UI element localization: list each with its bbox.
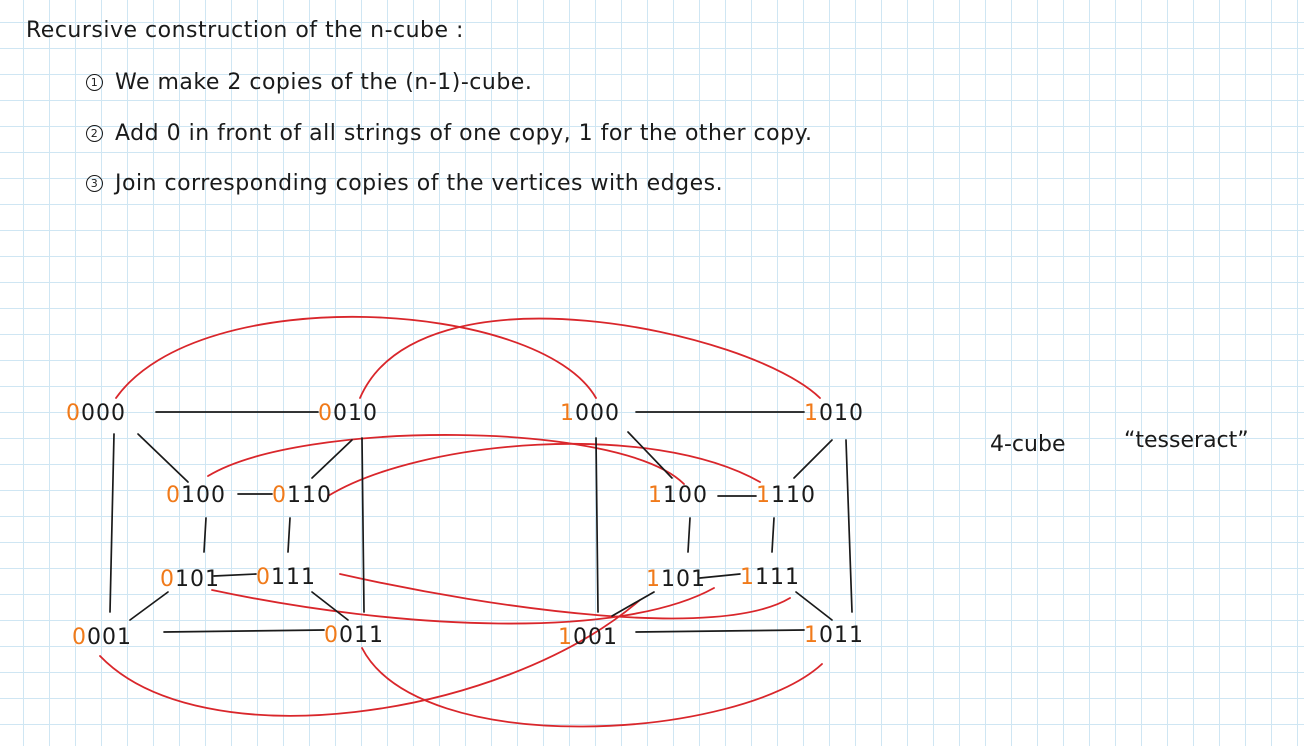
vertex-remaining-bits: 111 (755, 565, 800, 590)
edge (687, 517, 691, 553)
edge (163, 629, 325, 633)
vertex-remaining-bits: 110 (771, 483, 816, 508)
vertex-remaining-bits: 110 (287, 483, 332, 508)
vertex-leading-bit: 1 (648, 483, 663, 508)
edge (109, 433, 115, 613)
vertex-remaining-bits: 011 (339, 623, 384, 648)
vertex-label: 1001 (558, 625, 618, 650)
vertex-label: 1011 (804, 623, 864, 648)
vertex-leading-bit: 0 (166, 483, 181, 508)
vertex-leading-bit: 0 (256, 565, 271, 590)
joining-edges (99, 315, 823, 728)
vertex-label: 0001 (72, 625, 132, 650)
vertex-remaining-bits: 000 (81, 401, 126, 426)
edge (635, 629, 805, 633)
step-1: 1 We make 2 copies of the (n-1)-cube. (86, 70, 532, 95)
vertex-remaining-bits: 000 (575, 401, 620, 426)
edge (595, 437, 599, 613)
vertex-label: 0110 (272, 483, 332, 508)
cube-edges-copy-1 (595, 411, 853, 633)
vertex-label: 1100 (648, 483, 708, 508)
step-2: 2 Add 0 in front of all strings of one co… (86, 121, 812, 146)
vertex-label: 1010 (804, 401, 864, 426)
vertex-remaining-bits: 010 (819, 401, 864, 426)
edge (203, 517, 207, 553)
edge (611, 591, 655, 617)
step-text: Add 0 in front of all strings of one cop… (115, 121, 813, 146)
vertex-remaining-bits: 100 (181, 483, 226, 508)
cube-dimension-label: 4-cube (990, 432, 1066, 457)
vertex-leading-bit: 0 (66, 401, 81, 426)
edge-0110-1110 (327, 443, 761, 497)
edge-0101-1101 (211, 587, 715, 625)
cube-nickname: “tesseract” (1124, 428, 1249, 453)
edge-0011-1011 (361, 647, 823, 728)
vertex-leading-bit: 1 (756, 483, 771, 508)
vertex-leading-bit: 1 (740, 565, 755, 590)
vertex-leading-bit: 1 (804, 623, 819, 648)
edge (287, 517, 291, 553)
page-heading: Recursive construction of the n-cube : (26, 18, 464, 43)
step-marker: 2 (86, 125, 103, 142)
vertex-remaining-bits: 001 (87, 625, 132, 650)
vertex-labels: 0000 0010 0100 0110 0101 0111 0001 0011 … (66, 401, 864, 650)
vertex-leading-bit: 0 (272, 483, 287, 508)
edge (627, 431, 673, 479)
step-3: 3 Join corresponding copies of the vertic… (86, 171, 723, 196)
vertex-remaining-bits: 010 (333, 401, 378, 426)
step-marker: 1 (86, 74, 103, 91)
edge (129, 591, 169, 621)
vertex-leading-bit: 0 (324, 623, 339, 648)
vertex-remaining-bits: 101 (175, 567, 220, 592)
edge (213, 573, 257, 577)
vertex-remaining-bits: 101 (661, 567, 706, 592)
vertex-remaining-bits: 001 (573, 625, 618, 650)
edge (793, 439, 833, 479)
vertex-label: 0011 (324, 623, 384, 648)
vertex-label: 1110 (756, 483, 816, 508)
edge-0001-1001 (99, 599, 641, 717)
vertex-leading-bit: 1 (804, 401, 819, 426)
edge (311, 591, 349, 621)
edge (361, 437, 365, 613)
vertex-leading-bit: 1 (558, 625, 573, 650)
step-marker: 3 (86, 175, 103, 192)
edge-0000-1000 (115, 315, 597, 399)
edge-0100-1100 (207, 434, 685, 485)
edge (771, 517, 775, 553)
vertex-label: 0000 (66, 401, 126, 426)
vertex-remaining-bits: 100 (663, 483, 708, 508)
vertex-label: 0111 (256, 565, 316, 590)
vertex-leading-bit: 0 (160, 567, 175, 592)
edge (311, 439, 353, 479)
vertex-label: 1101 (646, 567, 706, 592)
edge (699, 573, 741, 579)
vertex-leading-bit: 1 (646, 567, 661, 592)
step-text: We make 2 copies of the (n-1)-cube. (115, 70, 533, 95)
edge (137, 433, 189, 483)
vertex-label: 0101 (160, 567, 220, 592)
step-text: Join corresponding copies of the vertice… (115, 171, 724, 196)
vertex-remaining-bits: 011 (819, 623, 864, 648)
cube-edges-copy-0 (109, 411, 365, 633)
vertex-leading-bit: 0 (318, 401, 333, 426)
vertex-leading-bit: 1 (560, 401, 575, 426)
edge-0111-1111 (339, 573, 791, 620)
vertex-label: 1000 (560, 401, 620, 426)
edge (795, 591, 833, 621)
vertex-label: 0100 (166, 483, 226, 508)
edge (845, 439, 853, 613)
vertex-label: 0010 (318, 401, 378, 426)
vertex-leading-bit: 0 (72, 625, 87, 650)
edge-0010-1010 (359, 317, 821, 399)
vertex-remaining-bits: 111 (271, 565, 316, 590)
vertex-label: 1111 (740, 565, 800, 590)
